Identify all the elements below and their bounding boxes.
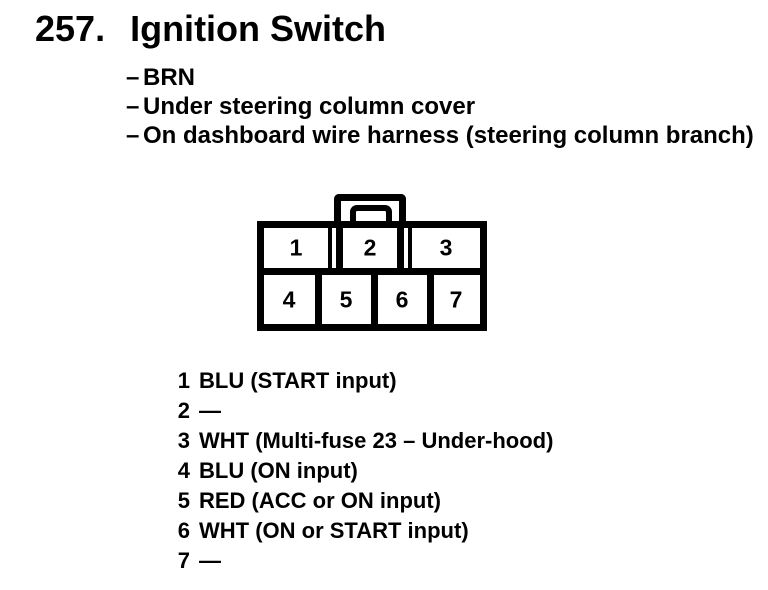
pin-list-row: 4 BLU (ON input) [176,456,553,486]
connector-pin-4: 4 [282,286,296,313]
pin-list-row: 7 — [176,546,553,576]
pin-number: 4 [177,458,190,483]
section-number: 257. [35,8,106,49]
detail-text: On dashboard wire harness (steering colu… [143,122,754,149]
connector-details: – BRN – Under steering column cover – On… [126,63,754,150]
connector-pin-5: 5 [339,286,353,313]
connector-latch-inner [350,205,392,228]
dash-bullet: – [126,122,140,149]
pin-list-row: 6 WHT (ON or START input) [176,516,553,546]
cell-wall [408,221,412,275]
pin-list-row: 3 WHT (Multi-fuse 23 – Under-hood) [176,426,554,456]
cell-wall [397,221,404,275]
connector-pin-2: 2 [363,234,377,261]
pin-description: — [199,398,221,423]
pin-number: 5 [177,488,190,513]
pin-list-row: 2 — [176,396,553,426]
detail-text: BRN [143,64,195,91]
pin-description: WHT (Multi-fuse 23 – Under-hood) [199,428,554,453]
pin-number: 2 [177,398,190,423]
pin-description: WHT (ON or START input) [199,518,469,543]
cell-wall [371,268,378,331]
pin-description: — [199,548,221,573]
dash-bullet: – [126,64,140,91]
detail-item: – On dashboard wire harness (steering co… [126,121,754,150]
pin-list: 1 BLU (START input) 2 — 3 WHT (Multi-fus… [176,366,554,576]
pin-number: 3 [177,428,190,453]
connector-diagram: 1 2 3 4 5 6 7 [257,194,487,331]
cell-wall [315,268,322,331]
section-title: Ignition Switch [130,8,387,49]
connector-pin-7: 7 [449,286,463,313]
cell-wall [427,268,434,331]
dash-bullet: – [126,93,140,120]
detail-text: Under steering column cover [143,93,476,120]
connector-pin-1: 1 [289,234,303,261]
pin-list-row: 5 RED (ACC or ON input) [176,486,553,516]
pin-number: 6 [177,518,190,543]
pin-number: 7 [177,548,190,573]
connector-pin-3: 3 [439,234,453,261]
pin-description: BLU (ON input) [199,458,358,483]
connector-pin-6: 6 [395,286,409,313]
cell-wall [328,221,332,275]
section-heading: 257. Ignition Switch [35,9,386,49]
pin-description: RED (ACC or ON input) [199,488,441,513]
detail-item: – BRN [126,63,754,92]
detail-item: – Under steering column cover [126,92,754,121]
pin-description: BLU (START input) [199,368,397,393]
pin-list-row: 1 BLU (START input) [176,366,553,396]
cell-wall [336,221,343,275]
pin-number: 1 [177,368,190,393]
connector-latch-outer [334,194,406,228]
